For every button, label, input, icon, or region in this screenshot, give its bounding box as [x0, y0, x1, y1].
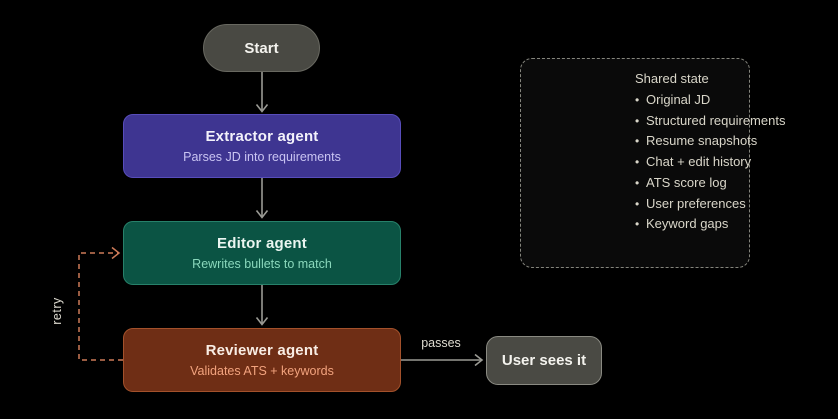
- editor-agent-node: Editor agent Rewrites bullets to match: [123, 221, 401, 285]
- list-item: •User preferences: [635, 194, 785, 215]
- bullet-glyph: •: [635, 196, 640, 211]
- editor-title: Editor agent: [217, 234, 307, 252]
- extractor-title: Extractor agent: [205, 127, 319, 145]
- start-label: Start: [244, 39, 279, 57]
- extractor-agent-node: Extractor agent Parses JD into requireme…: [123, 114, 401, 178]
- shared-state-list: •Original JD •Structured requirements •R…: [635, 90, 785, 235]
- retry-edge-label: retry: [50, 297, 64, 325]
- arrow-reviewer-to-user: [401, 353, 484, 367]
- shared-state-panel: [520, 58, 750, 268]
- list-item: •Chat + edit history: [635, 152, 785, 173]
- bullet-glyph: •: [635, 175, 640, 190]
- editor-subtitle: Rewrites bullets to match: [192, 256, 332, 271]
- list-item: •ATS score log: [635, 173, 785, 194]
- reviewer-agent-node: Reviewer agent Validates ATS + keywords: [123, 328, 401, 392]
- bullet-glyph: •: [635, 217, 640, 232]
- start-node: Start: [203, 24, 320, 72]
- shared-state-content: Shared state •Original JD •Structured re…: [635, 70, 785, 235]
- reviewer-subtitle: Validates ATS + keywords: [190, 363, 334, 378]
- reviewer-title: Reviewer agent: [205, 341, 319, 359]
- list-item: •Keyword gaps: [635, 214, 785, 235]
- bullet-glyph: •: [635, 134, 640, 149]
- arrow-editor-to-reviewer: [255, 285, 269, 326]
- list-item: •Structured requirements: [635, 111, 785, 132]
- arrow-retry-loop: [78, 246, 123, 361]
- bullet-glyph: •: [635, 93, 640, 107]
- passes-edge-label: passes: [421, 336, 461, 350]
- bullet-glyph: •: [635, 113, 640, 128]
- list-item: •Resume snapshots: [635, 131, 785, 152]
- list-item: •Original JD: [635, 90, 785, 111]
- bullet-glyph: •: [635, 155, 640, 170]
- arrow-extractor-to-editor: [255, 178, 269, 219]
- shared-state-title: Shared state: [635, 71, 709, 86]
- user-sees-it-label: User sees it: [501, 352, 587, 369]
- arrow-start-to-extractor: [255, 72, 269, 113]
- user-sees-it-node: User sees it: [486, 336, 602, 385]
- extractor-subtitle: Parses JD into requirements: [183, 149, 341, 164]
